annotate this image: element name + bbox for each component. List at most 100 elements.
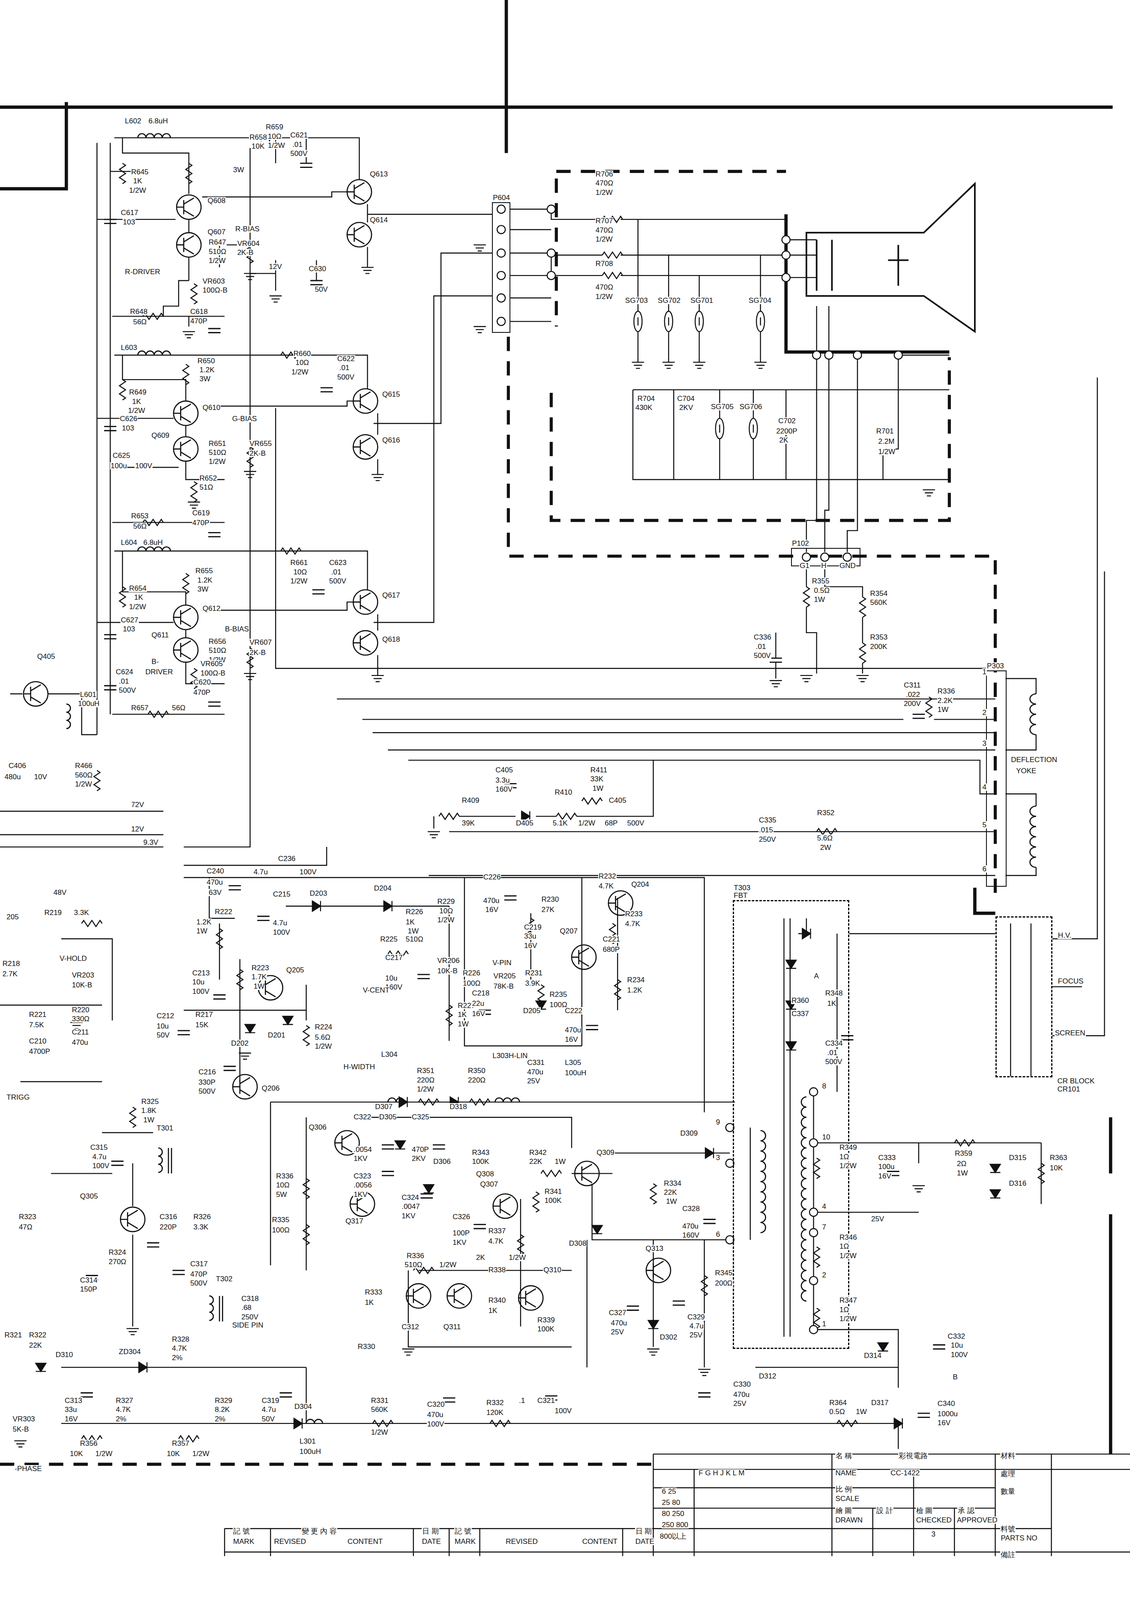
part-label: 4.7K xyxy=(171,1345,188,1353)
part-label: C340 xyxy=(937,1400,956,1408)
part-label: 16V xyxy=(564,1036,579,1044)
part-label: R346 xyxy=(839,1234,858,1242)
capacitor-symbol xyxy=(104,635,117,640)
part-label: R234 xyxy=(626,976,646,984)
part-label: 1.2K xyxy=(199,366,216,374)
part-label: D314 xyxy=(863,1352,882,1360)
part-label: C226 xyxy=(482,873,502,882)
part-label: R229 xyxy=(437,898,456,906)
diode-symbol xyxy=(450,1097,459,1108)
part-label: 1W xyxy=(937,706,950,714)
part-label: 100Ω-B xyxy=(200,669,226,678)
part-label: L303H-LIN xyxy=(491,1052,528,1060)
part-label: R706 xyxy=(595,170,614,178)
ground-symbol xyxy=(473,326,486,333)
part-label: Q610 xyxy=(202,404,222,412)
capacitor-symbol xyxy=(172,1270,186,1276)
part-label: R331 xyxy=(370,1397,390,1405)
part-label: 2 xyxy=(821,1271,827,1280)
part-label: SCREEN xyxy=(1054,1029,1086,1038)
part-label: 1W xyxy=(665,1198,678,1206)
part-label: C236 xyxy=(277,855,297,863)
connector-pin xyxy=(497,248,506,258)
part-label: R342 xyxy=(528,1149,548,1157)
part-label: 4.7u xyxy=(689,1322,705,1331)
capacitor-symbol xyxy=(213,995,226,1000)
part-label: 80 250 xyxy=(661,1510,685,1518)
capacitor-symbol xyxy=(473,1224,486,1229)
capacitor-symbol xyxy=(320,387,333,393)
part-label: 103 xyxy=(121,424,135,432)
ground-symbol xyxy=(632,362,645,369)
part-label: C317 xyxy=(189,1260,209,1268)
part-label: 2KV xyxy=(411,1155,426,1163)
part-label: 1K xyxy=(457,1011,468,1019)
part-label: C322 xyxy=(353,1113,372,1122)
part-label: 510Ω xyxy=(404,1261,423,1269)
node-label: P303 xyxy=(986,662,1005,671)
part-label: 470P xyxy=(191,519,210,527)
part-label: C210 xyxy=(28,1037,48,1046)
part-label: 1KV xyxy=(353,1191,368,1199)
resistor-symbol xyxy=(469,1099,491,1106)
capacitor-symbol xyxy=(504,783,517,789)
capacitor-symbol xyxy=(146,1243,160,1248)
part-label: C313 xyxy=(64,1397,83,1405)
part-label: R323 xyxy=(18,1213,37,1221)
part-label: C621 xyxy=(290,131,309,139)
part-label: 2K-B xyxy=(248,449,267,458)
resistor-symbol xyxy=(182,364,189,385)
wire-connector xyxy=(849,933,996,935)
part-label: 100V xyxy=(554,1407,573,1415)
part-label: 100Ω xyxy=(462,980,481,988)
part-label: 6 xyxy=(715,1231,721,1239)
part-label: Q618 xyxy=(381,635,401,644)
part-label: 10 xyxy=(821,1133,831,1142)
part-label: 16V xyxy=(64,1415,78,1424)
diode-symbol xyxy=(395,1141,406,1150)
part-label: 68P xyxy=(604,819,618,828)
node-text-group: P102 xyxy=(791,539,861,549)
part-label: 1W xyxy=(554,1158,567,1166)
part-label: 4.7K xyxy=(115,1406,132,1414)
part-label: 50V xyxy=(314,285,329,294)
part-label: APPROVED xyxy=(956,1516,998,1525)
part-label: C704 xyxy=(676,395,696,403)
part-label: C218 xyxy=(471,989,491,998)
resistor-symbol xyxy=(142,519,164,526)
part-label: SG704 xyxy=(748,296,772,305)
part-label: Q317 xyxy=(344,1217,364,1226)
part-label: 日 期 xyxy=(635,1528,653,1536)
part-label: H-WIDTH xyxy=(342,1063,376,1071)
connector-pin xyxy=(809,1208,818,1217)
part-label: DRIVER xyxy=(144,668,174,676)
resistor-symbol xyxy=(602,216,623,223)
part-label: 16V xyxy=(878,1172,892,1181)
part-label: R347 xyxy=(839,1297,858,1305)
capacitor-symbol xyxy=(111,1161,124,1166)
part-label: C335 xyxy=(758,816,777,825)
capacitor-symbol xyxy=(104,219,117,224)
diode-symbol xyxy=(990,1164,1001,1173)
part-label: 470Ω xyxy=(595,226,614,234)
part-label: D316 xyxy=(1008,1180,1028,1188)
wire xyxy=(0,137,1105,1450)
transistor-symbol xyxy=(574,1161,600,1187)
part-label: 2Ω xyxy=(956,1160,967,1168)
part-label: 150P xyxy=(79,1285,98,1294)
part-label: 1W xyxy=(407,927,420,936)
transistor-symbol xyxy=(646,1258,671,1283)
part-label: Q405 xyxy=(36,653,56,661)
connector-pin xyxy=(782,273,791,282)
part-label: C619 xyxy=(191,509,211,517)
transistor-symbol xyxy=(350,1192,375,1217)
resistor-symbol xyxy=(859,596,866,618)
resistor-symbol xyxy=(517,1234,524,1256)
part-label: 3.3K xyxy=(73,909,90,917)
part-label: R224 xyxy=(314,1023,333,1032)
part-label: VR603 xyxy=(202,277,226,285)
part-label: 4.7K xyxy=(598,882,615,891)
capacitor-symbol xyxy=(257,916,270,921)
part-label: 10Ω xyxy=(267,132,282,141)
